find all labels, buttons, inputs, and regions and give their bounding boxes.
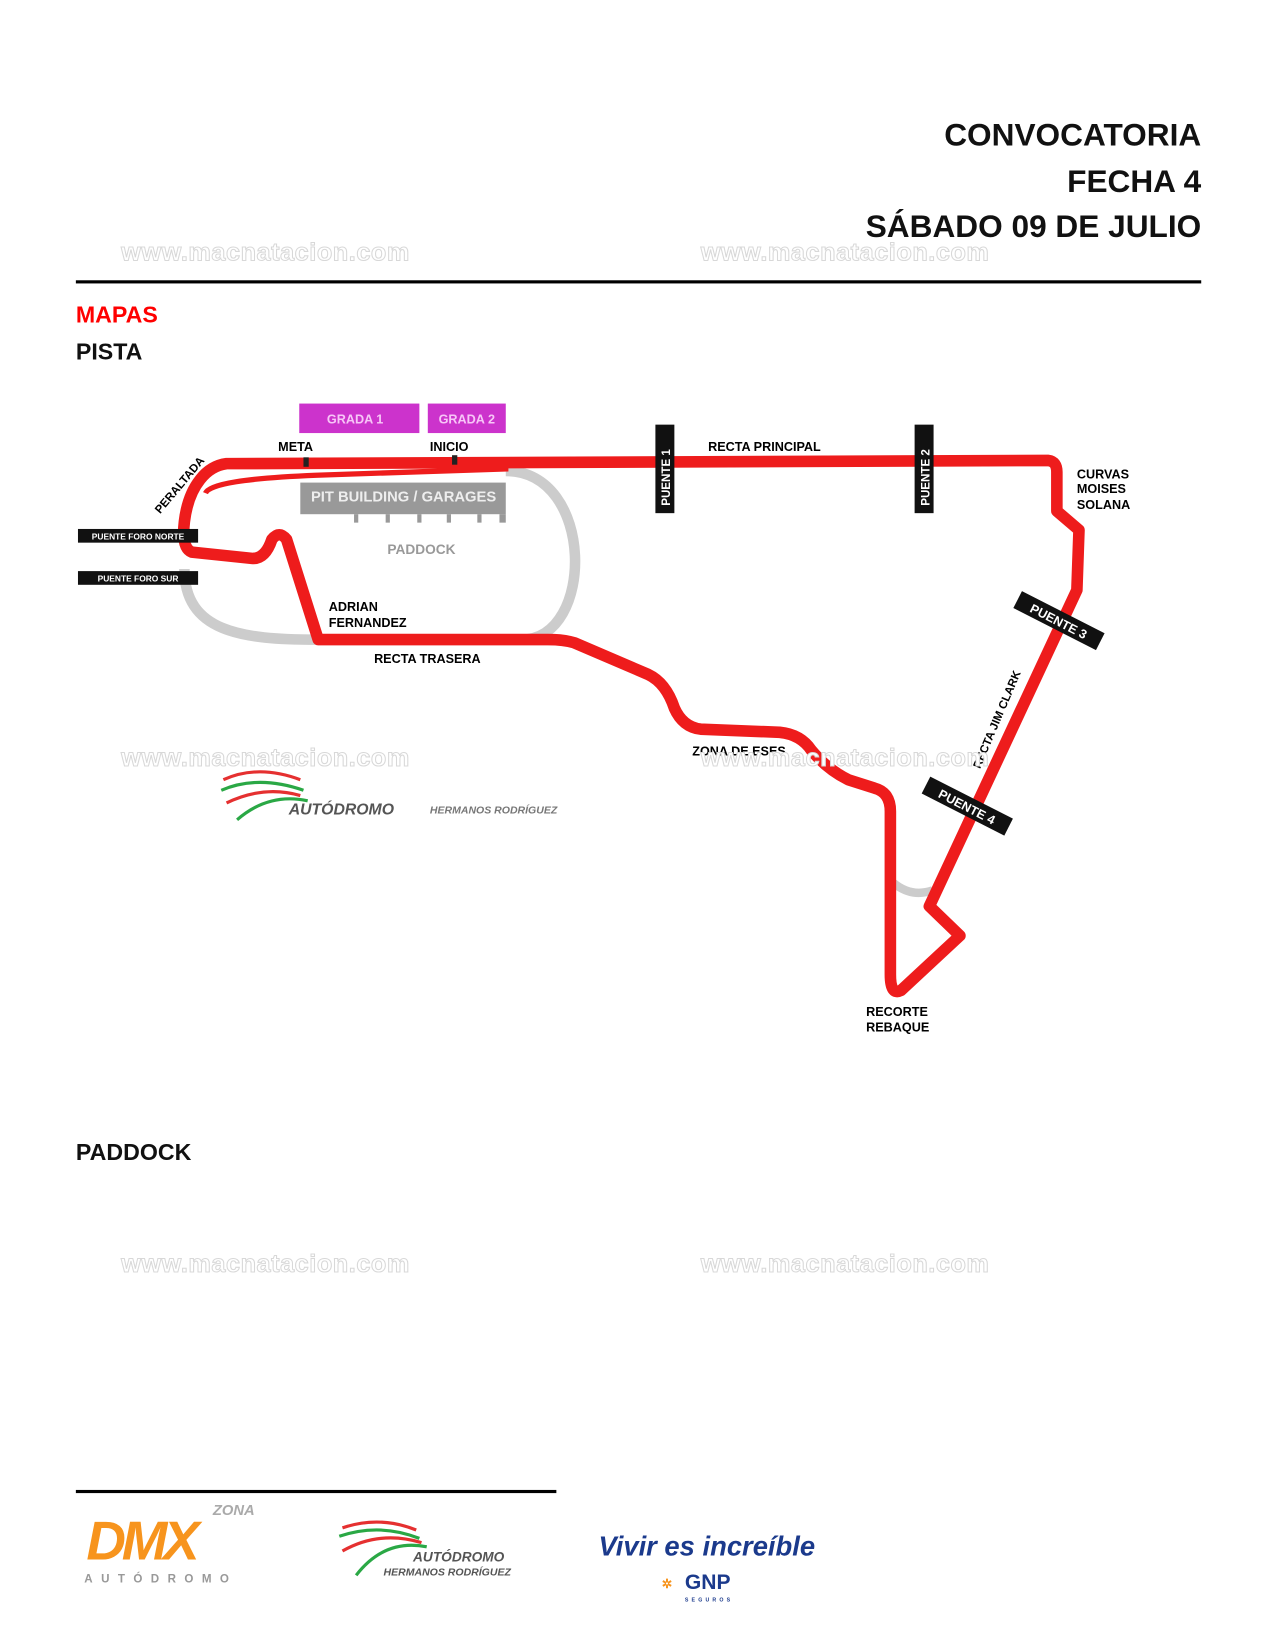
map-shape <box>354 1543 428 1577</box>
map-text: Vivir es increíble <box>599 1530 816 1561</box>
puente-foro-norte-label: PUENTE FORO NORTE <box>92 531 185 541</box>
autodromo-hermanos-rodriguez-logo: AUTÓDROMO HERMANOS RODRÍGUEZ <box>338 1520 512 1578</box>
map-shape <box>222 770 301 782</box>
moises-label: MOISES <box>1077 482 1126 496</box>
map-shape <box>236 797 309 821</box>
inicio-marker <box>452 455 458 465</box>
map-shape <box>338 1528 420 1540</box>
watermark: www.macnatacion.com <box>700 238 990 268</box>
solana-label: SOLANA <box>1077 498 1130 512</box>
zona-de-eses-label: ZONA DE ESES <box>692 745 786 759</box>
watermark: www.macnatacion.com <box>700 743 990 773</box>
header-divider <box>75 280 1202 284</box>
zona-dmx-logo: ZONA DMX AUTÓDROMO <box>84 1503 254 1585</box>
inicio-label: INICIO <box>430 440 469 454</box>
rebaque-label: REBAQUE <box>866 1021 929 1035</box>
garage-markers <box>354 514 506 523</box>
curvas-label: CURVAS <box>1077 467 1129 481</box>
map-text: GNP <box>685 1571 731 1594</box>
track-map: GRADA 1 GRADA 2 PIT BUILDING / GARAGES P… <box>77 403 1130 1035</box>
section-maps: MAPAS <box>75 301 158 328</box>
grada-1-label: GRADA 1 <box>327 413 383 427</box>
map-shape <box>385 514 390 523</box>
recorte-label: RECORTE <box>866 1005 928 1019</box>
grada-2-label: GRADA 2 <box>439 413 495 427</box>
watermark: www.macnatacion.com <box>121 1249 410 1279</box>
map-text: AUTÓDROMO <box>288 800 395 819</box>
map-text: HERMANOS RODRÍGUEZ <box>384 1565 512 1578</box>
header-date: SÁBADO 09 DE JULIO <box>865 209 1202 245</box>
meta-marker <box>303 457 309 467</box>
map-shape <box>220 780 304 792</box>
puente-1-label: PUENTE 1 <box>661 449 673 506</box>
map-shape <box>477 514 482 523</box>
puente-foro-sur-label: PUENTE FORO SUR <box>98 574 179 584</box>
recta-trasera-label: RECTA TRASERA <box>374 652 481 666</box>
map-shape <box>341 1536 422 1553</box>
map-shape <box>354 514 359 523</box>
map-shape <box>499 514 506 523</box>
map-text: DMX <box>86 1509 203 1571</box>
gnp-logo: Vivir es increíble ✲ GNP SEGUROS <box>599 1530 816 1603</box>
adrian-label: ADRIAN <box>329 600 378 614</box>
puente-2-label: PUENTE 2 <box>920 449 932 506</box>
meta-label: META <box>278 440 313 454</box>
service-road <box>890 879 934 898</box>
watermark: www.macnatacion.com <box>121 743 410 773</box>
pit-building-label: PIT BUILDING / GARAGES <box>311 490 496 506</box>
map-shape <box>341 1520 417 1532</box>
puente-foro-norte <box>77 528 199 543</box>
map-shape <box>417 514 422 523</box>
grada-1 <box>299 403 420 434</box>
map-shape <box>225 790 301 805</box>
grada-2 <box>427 403 506 434</box>
gnp-flower-icon: ✲ <box>662 1577 673 1591</box>
map-shape <box>1013 591 1105 651</box>
watermark: www.macnatacion.com <box>121 238 410 268</box>
map-shape <box>446 514 451 523</box>
map-text: AUTÓDROMO <box>84 1573 237 1586</box>
sponsor-logos: ZONA DMX AUTÓDROMO AUTÓDROMO HERMANOS RO… <box>84 1503 816 1603</box>
header-date-number: FECHA 4 <box>1067 164 1202 200</box>
section-paddock: PADDOCK <box>75 1139 192 1166</box>
puente-1 <box>655 424 675 514</box>
autodromo-logo-map: AUTÓDROMO HERMANOS RODRÍGUEZ <box>220 770 558 821</box>
footer-divider <box>75 1489 557 1494</box>
map-text: HERMANOS RODRÍGUEZ <box>430 803 558 816</box>
section-track: PISTA <box>75 338 143 365</box>
fernandez-label: FERNANDEZ <box>329 616 407 630</box>
pit-building <box>300 482 506 515</box>
puente-2 <box>914 424 934 514</box>
map-text: ZONA <box>212 1503 255 1519</box>
paddock-label: PADDOCK <box>387 542 455 557</box>
watermark: www.macnatacion.com <box>700 1249 990 1279</box>
map-text: SEGUROS <box>685 1598 733 1604</box>
map-shape <box>921 776 1013 836</box>
race-track <box>177 454 1085 998</box>
puente-foro-sur <box>77 571 199 585</box>
header-title: CONVOCATORIA <box>944 118 1202 153</box>
pit-lane <box>203 460 509 495</box>
paddock-oval <box>179 465 581 645</box>
recta-principal-label: RECTA PRINCIPAL <box>708 440 821 454</box>
map-text: AUTÓDROMO <box>412 1550 505 1565</box>
